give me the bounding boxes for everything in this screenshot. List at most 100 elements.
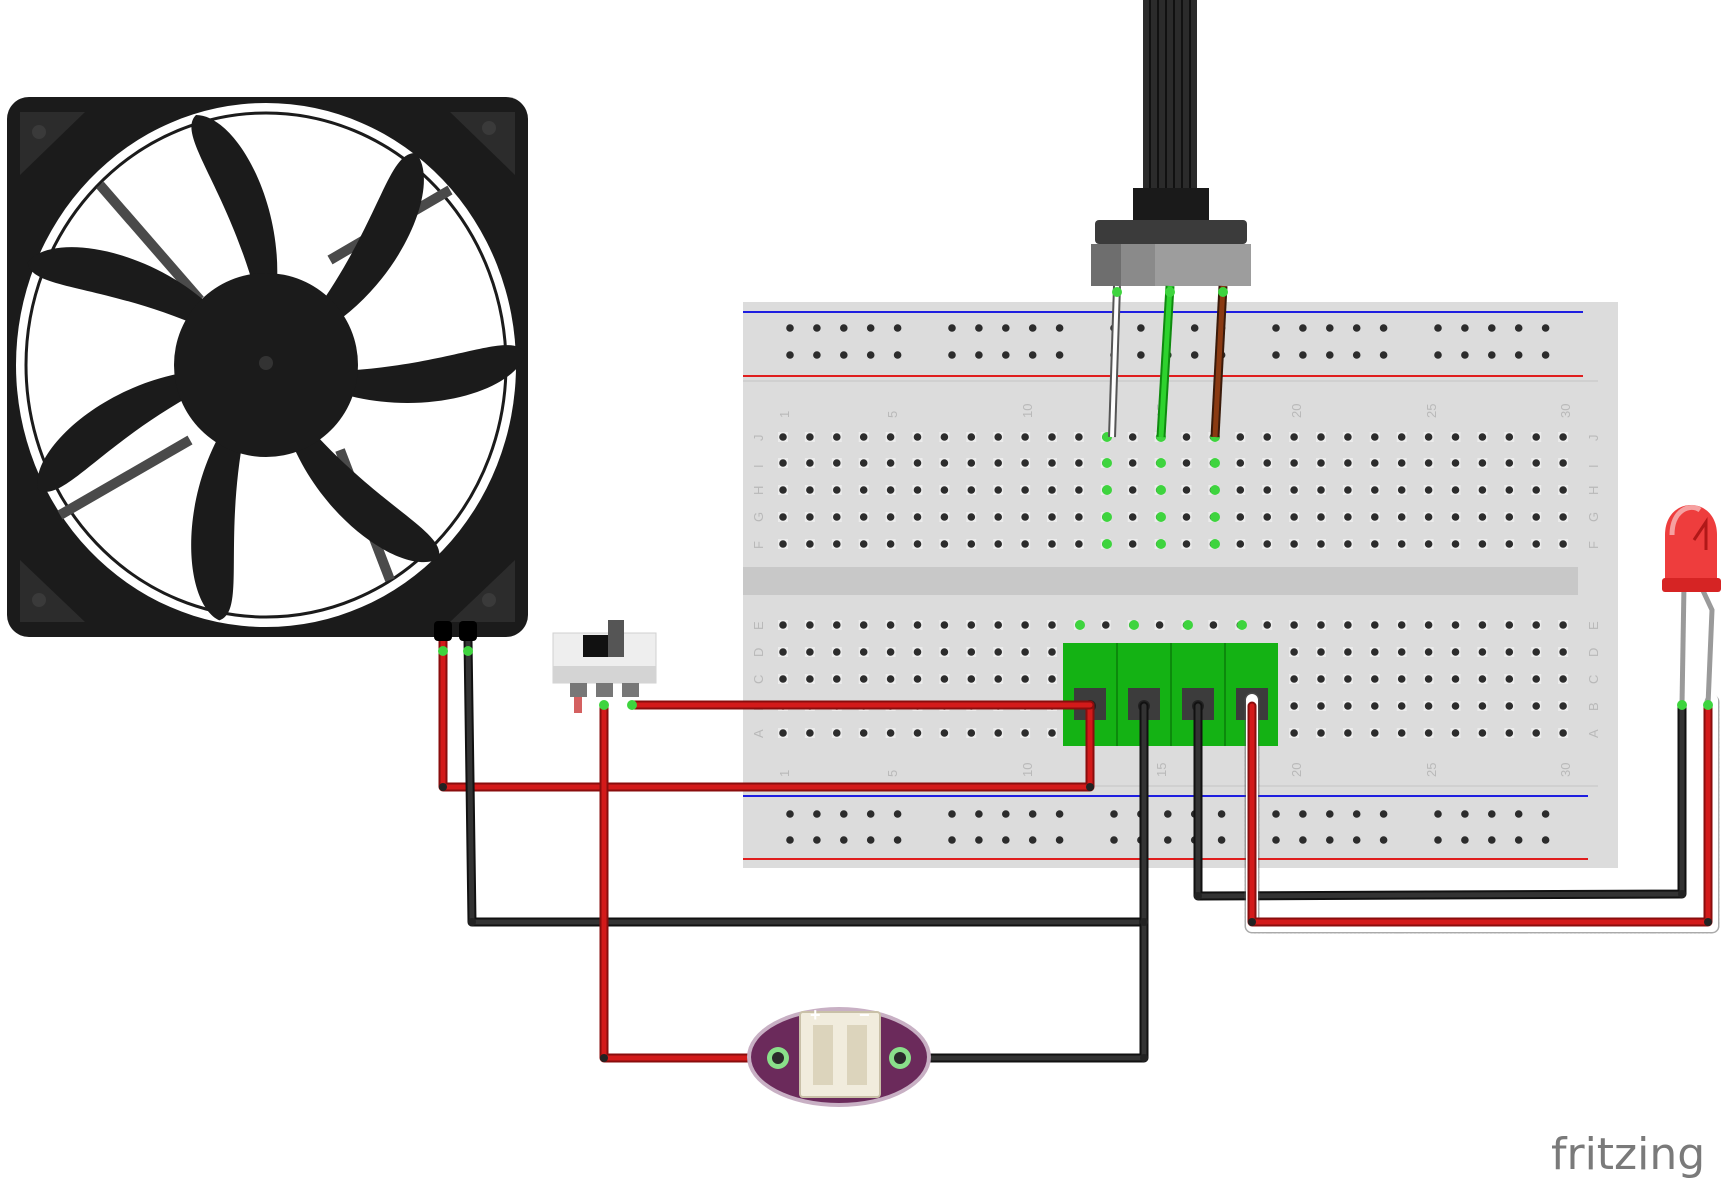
- rail-hole[interactable]: [1488, 836, 1496, 844]
- led-icon[interactable]: [1662, 504, 1721, 710]
- rail-hole[interactable]: [893, 351, 902, 359]
- rail-hole[interactable]: [1461, 836, 1469, 844]
- rail-hole[interactable]: [1028, 836, 1037, 844]
- rail-hole[interactable]: [1028, 351, 1037, 359]
- rail-hole[interactable]: [1272, 351, 1280, 359]
- rail-hole[interactable]: [1110, 810, 1118, 818]
- row-letter: I: [1586, 464, 1601, 468]
- rail-hole[interactable]: [948, 836, 956, 844]
- rail-hole[interactable]: [975, 810, 983, 818]
- rail-hole[interactable]: [1541, 836, 1550, 844]
- breadboard-hole-dot: [1532, 540, 1540, 548]
- rail-hole[interactable]: [948, 324, 956, 332]
- rail-hole[interactable]: [786, 324, 794, 332]
- rail-hole[interactable]: [1541, 351, 1550, 359]
- rail-hole[interactable]: [1379, 351, 1388, 359]
- rail-hole[interactable]: [1055, 351, 1064, 359]
- rail-hole[interactable]: [1164, 810, 1172, 818]
- rail-hole[interactable]: [1461, 351, 1469, 359]
- rail-hole[interactable]: [1352, 324, 1361, 332]
- breadboard-hole-dot: [1182, 433, 1191, 441]
- rail-hole[interactable]: [840, 351, 848, 359]
- rail-hole[interactable]: [1541, 324, 1550, 332]
- slide-switch-icon[interactable]: [552, 620, 657, 713]
- rail-hole[interactable]: [975, 836, 983, 844]
- rail-hole[interactable]: [840, 324, 848, 332]
- rail-hole[interactable]: [813, 324, 821, 332]
- rail-hole[interactable]: [893, 836, 902, 844]
- rail-hole[interactable]: [1514, 810, 1523, 818]
- rail-hole[interactable]: [1326, 836, 1334, 844]
- battery-holder-icon[interactable]: + −: [747, 1005, 931, 1107]
- rail-hole[interactable]: [1461, 324, 1469, 332]
- rail-hole[interactable]: [975, 351, 983, 359]
- rail-hole[interactable]: [1326, 810, 1334, 818]
- rail-hole[interactable]: [1137, 324, 1145, 332]
- rail-hole[interactable]: [813, 810, 821, 818]
- rail-hole[interactable]: [1299, 351, 1307, 359]
- fan-icon[interactable]: [7, 97, 528, 656]
- rail-hole[interactable]: [1055, 836, 1064, 844]
- rail-hole[interactable]: [1352, 810, 1361, 818]
- rail-hole[interactable]: [813, 351, 821, 359]
- rail-hole[interactable]: [1434, 351, 1442, 359]
- rail-hole[interactable]: [1326, 324, 1334, 332]
- rail-hole[interactable]: [1514, 324, 1523, 332]
- rail-hole[interactable]: [948, 810, 956, 818]
- rail-hole[interactable]: [1514, 836, 1523, 844]
- potentiometer-icon[interactable]: [1091, 0, 1251, 438]
- rail-hole[interactable]: [1164, 836, 1172, 844]
- rail-hole[interactable]: [1217, 836, 1226, 844]
- rail-hole[interactable]: [1434, 836, 1442, 844]
- rail-hole[interactable]: [866, 810, 875, 818]
- rail-hole[interactable]: [786, 836, 794, 844]
- rail-hole[interactable]: [893, 324, 902, 332]
- rail-hole[interactable]: [813, 836, 821, 844]
- rail-hole[interactable]: [1488, 324, 1496, 332]
- rail-hole[interactable]: [1326, 351, 1334, 359]
- rail-hole[interactable]: [1352, 836, 1361, 844]
- rail-hole[interactable]: [1379, 324, 1388, 332]
- rail-hole[interactable]: [1299, 324, 1307, 332]
- rail-hole[interactable]: [1272, 324, 1280, 332]
- rail-hole[interactable]: [1299, 836, 1307, 844]
- rail-hole[interactable]: [1137, 351, 1145, 359]
- rail-hole[interactable]: [948, 351, 956, 359]
- rail-hole[interactable]: [1299, 810, 1307, 818]
- rail-hole[interactable]: [893, 810, 902, 818]
- rail-hole[interactable]: [1002, 810, 1010, 818]
- rail-hole[interactable]: [1002, 324, 1010, 332]
- rail-hole[interactable]: [786, 810, 794, 818]
- rail-hole[interactable]: [1272, 836, 1280, 844]
- rail-hole[interactable]: [1488, 810, 1496, 818]
- rail-hole[interactable]: [1190, 324, 1199, 332]
- rail-hole[interactable]: [1379, 810, 1388, 818]
- rail-hole[interactable]: [1379, 836, 1388, 844]
- rail-hole[interactable]: [1028, 324, 1037, 332]
- rail-hole[interactable]: [1055, 810, 1064, 818]
- rail-hole[interactable]: [1514, 351, 1523, 359]
- rail-hole[interactable]: [840, 836, 848, 844]
- rail-hole[interactable]: [1190, 351, 1199, 359]
- rail-hole[interactable]: [1055, 324, 1064, 332]
- rail-hole[interactable]: [1352, 351, 1361, 359]
- rail-hole[interactable]: [1002, 351, 1010, 359]
- rail-hole[interactable]: [1002, 836, 1010, 844]
- rail-hole[interactable]: [1434, 324, 1442, 332]
- rail-hole[interactable]: [840, 810, 848, 818]
- rail-hole[interactable]: [866, 836, 875, 844]
- rail-hole[interactable]: [866, 324, 875, 332]
- rail-hole[interactable]: [786, 351, 794, 359]
- breadboard-hole-dot: [1505, 486, 1514, 494]
- rail-hole[interactable]: [975, 324, 983, 332]
- rail-hole[interactable]: [1028, 810, 1037, 818]
- breadboard-hole-dot: [886, 621, 895, 629]
- rail-hole[interactable]: [1461, 810, 1469, 818]
- rail-hole[interactable]: [1541, 810, 1550, 818]
- rail-hole[interactable]: [866, 351, 875, 359]
- rail-hole[interactable]: [1110, 836, 1118, 844]
- rail-hole[interactable]: [1217, 810, 1226, 818]
- rail-hole[interactable]: [1434, 810, 1442, 818]
- rail-hole[interactable]: [1272, 810, 1280, 818]
- rail-hole[interactable]: [1488, 351, 1496, 359]
